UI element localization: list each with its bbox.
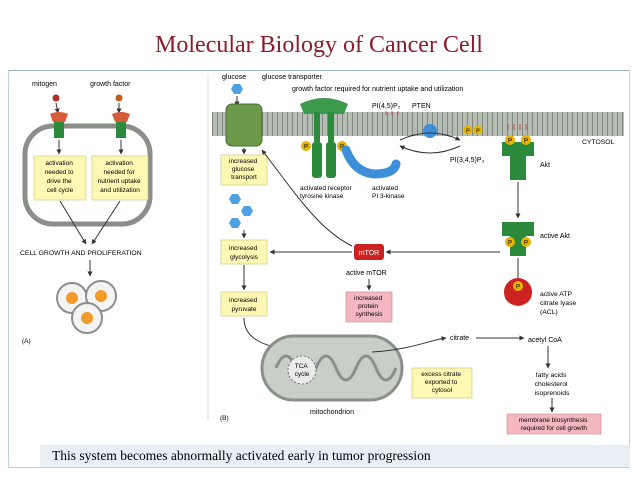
pten-icon <box>423 124 437 138</box>
pyruvate-box <box>220 291 268 317</box>
receptor-icon-1 <box>50 112 68 138</box>
mtor-label: mTOR <box>359 250 379 257</box>
panel-b-label: (B) <box>220 415 229 422</box>
proliferating-cells <box>56 280 117 334</box>
pip3-label: PI(3,4,5)P₃ <box>450 157 485 164</box>
panel-b: glucose glucose transporter growth facto… <box>212 74 624 435</box>
svg-text:P: P <box>508 139 512 145</box>
excess-citrate-box <box>411 367 473 399</box>
citrate-label: citrate <box>450 335 469 342</box>
akt-icon: P P <box>502 124 534 180</box>
mitogen-label: mitogen <box>32 81 57 88</box>
membrane-biosynthesis-box <box>506 413 602 435</box>
panel-a: mitogen growth factor activation <box>20 81 153 345</box>
mtor-icon <box>354 244 384 260</box>
membrane-biosynthesis-text: membrane biosynthesis required for cell … <box>519 417 589 432</box>
glucose-molecule <box>231 84 243 94</box>
slide-title: Molecular Biology of Cancer Cell <box>155 32 483 58</box>
pip2-label: PI(4,5)P₂ <box>372 103 401 110</box>
fatty-acids-text: fatty acids cholesterol isoprenoids <box>535 372 570 397</box>
cell-membrane <box>212 112 624 136</box>
growth-factor-label: growth factor <box>90 81 131 88</box>
akt-label: Akt <box>540 162 550 169</box>
glucose-transport-box <box>220 154 268 186</box>
protein-synthesis-text: increased protein synthesis <box>354 295 384 318</box>
active-akt-icon: P P <box>502 222 534 256</box>
cytosol-label: CYTOSOL <box>582 139 615 146</box>
excess-citrate-text: excess citrate exported to cytosol <box>421 371 463 394</box>
svg-text:P: P <box>524 139 528 145</box>
glycolysis-text: increased glycolysis <box>229 245 259 261</box>
nutrient-uptake-box <box>91 155 149 201</box>
svg-text:P: P <box>516 285 520 291</box>
glucose-transporter-label: glucose transporter <box>262 74 323 81</box>
slide-caption: This system becomes abnormally activated… <box>52 448 431 463</box>
caption-bar <box>40 445 630 467</box>
svg-text:P: P <box>466 129 470 135</box>
pi3k-icon <box>341 145 401 179</box>
svg-text:P: P <box>304 145 308 151</box>
nutrient-uptake-text: activation needed for nutrient uptake an… <box>98 160 143 194</box>
title-divider <box>8 70 630 71</box>
cell-outline <box>22 123 153 227</box>
receptor-label: activated receptor tyrosine kinase <box>300 185 353 200</box>
growth-factor-note: growth factor required for nutrient upta… <box>292 86 463 93</box>
protein-synthesis-box <box>345 291 393 323</box>
glycolysis-box <box>220 239 268 265</box>
receptor-icon-2 <box>112 112 130 138</box>
mitochondrion-label: mitochondrion <box>310 409 354 416</box>
cell-growth-label: CELL GROWTH AND PROLIFERATION <box>20 250 142 257</box>
pyruvate-text: increased pyruvate <box>229 297 259 313</box>
svg-text:P: P <box>508 241 512 247</box>
cell-cycle-text: activation needed to drive the cell cycl… <box>45 160 76 194</box>
acl-icon <box>504 278 532 306</box>
active-akt-label: active Akt <box>540 233 570 240</box>
glucose-transport-text: increased glucose transport <box>229 158 259 181</box>
cell-cycle-box <box>33 155 87 201</box>
glucose-label: glucose <box>222 74 246 81</box>
glucose-transporter-icon <box>225 103 263 147</box>
phosphate-badges-pip3: P P <box>463 125 483 135</box>
tca-cycle-text: TCA cycle <box>295 363 310 378</box>
active-mtor-label: active mTOR <box>346 270 387 277</box>
acetyl-coa-label: acetyl CoA <box>528 337 562 344</box>
panel-a-label: (A) <box>22 338 31 345</box>
mitogen-molecule <box>52 94 60 102</box>
pten-label: PTEN <box>412 103 431 110</box>
acl-label: active ATP citrate lyase (ACL) <box>540 291 578 316</box>
growth-factor-molecule <box>115 94 123 102</box>
content-frame <box>8 70 630 468</box>
mitochondrion-icon <box>260 334 404 402</box>
pi3k-label: activated PI 3-kinase <box>372 185 405 200</box>
receptor-tyrosine-kinase-icon <box>300 98 348 178</box>
phosphate-badges-receptor: P P <box>301 141 347 151</box>
svg-text:P: P <box>524 241 528 247</box>
svg-text:P: P <box>476 129 480 135</box>
svg-text:P: P <box>340 145 344 151</box>
